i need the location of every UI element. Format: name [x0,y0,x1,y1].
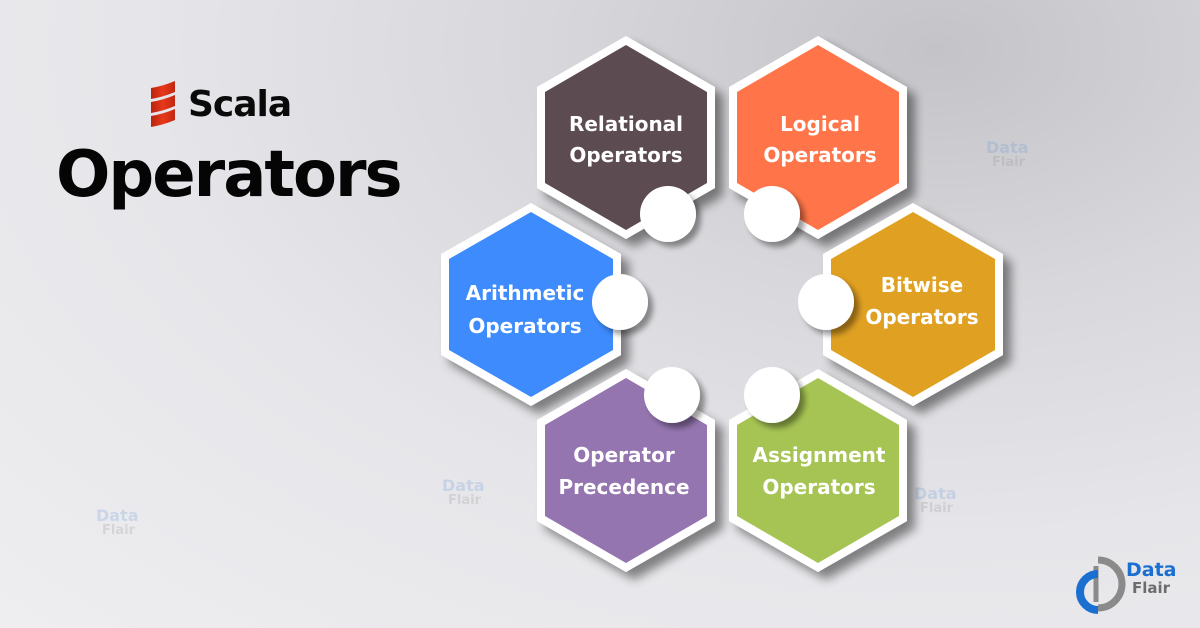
hex-relational-line2: Operators [569,143,682,167]
hex-relational-line1: Relational [569,112,683,136]
scala-logo-icon [151,81,175,127]
hex-logical-line1: Logical [780,112,860,136]
hex-assignment-line2: Operators [762,475,875,499]
hex-arithmetic-line1: Arithmetic [466,281,585,305]
dataflair-flair: Flair [1132,579,1171,597]
watermark: Data Flair [986,138,1029,170]
dataflair-wordmark: Data Flair [1126,560,1177,596]
hex-arithmetic-line2: Operators [468,314,581,338]
connector-dot [640,186,696,242]
scala-brand: Scala [150,80,292,128]
scala-label: Scala [188,83,292,125]
connector-dot [592,274,648,330]
hex-precedence-line1: Operator [573,443,675,467]
dataflair-data: Data [1126,559,1177,581]
hex-logical-line2: Operators [763,143,876,167]
hex-assignment-line1: Assignment [753,443,886,467]
connector-dot [744,367,800,423]
watermark: Data Flair [914,484,957,516]
watermark: Data Flair [96,506,139,538]
hex-precedence-line2: Precedence [558,475,689,499]
watermark: Data Flair [442,476,485,508]
hex-bitwise [823,203,1003,406]
hex-bitwise-line2: Operators [865,305,978,329]
dataflair-logo: Data Flair [1076,556,1196,616]
connector-dot [644,367,700,423]
hex-relational-fill [545,45,707,230]
page-title: Operators [56,138,403,212]
hex-bitwise-line1: Bitwise [881,273,963,297]
connector-dot [798,274,854,330]
hex-arithmetic [441,203,621,406]
dataflair-logo-icon [1076,556,1126,614]
connector-dot [744,186,800,242]
